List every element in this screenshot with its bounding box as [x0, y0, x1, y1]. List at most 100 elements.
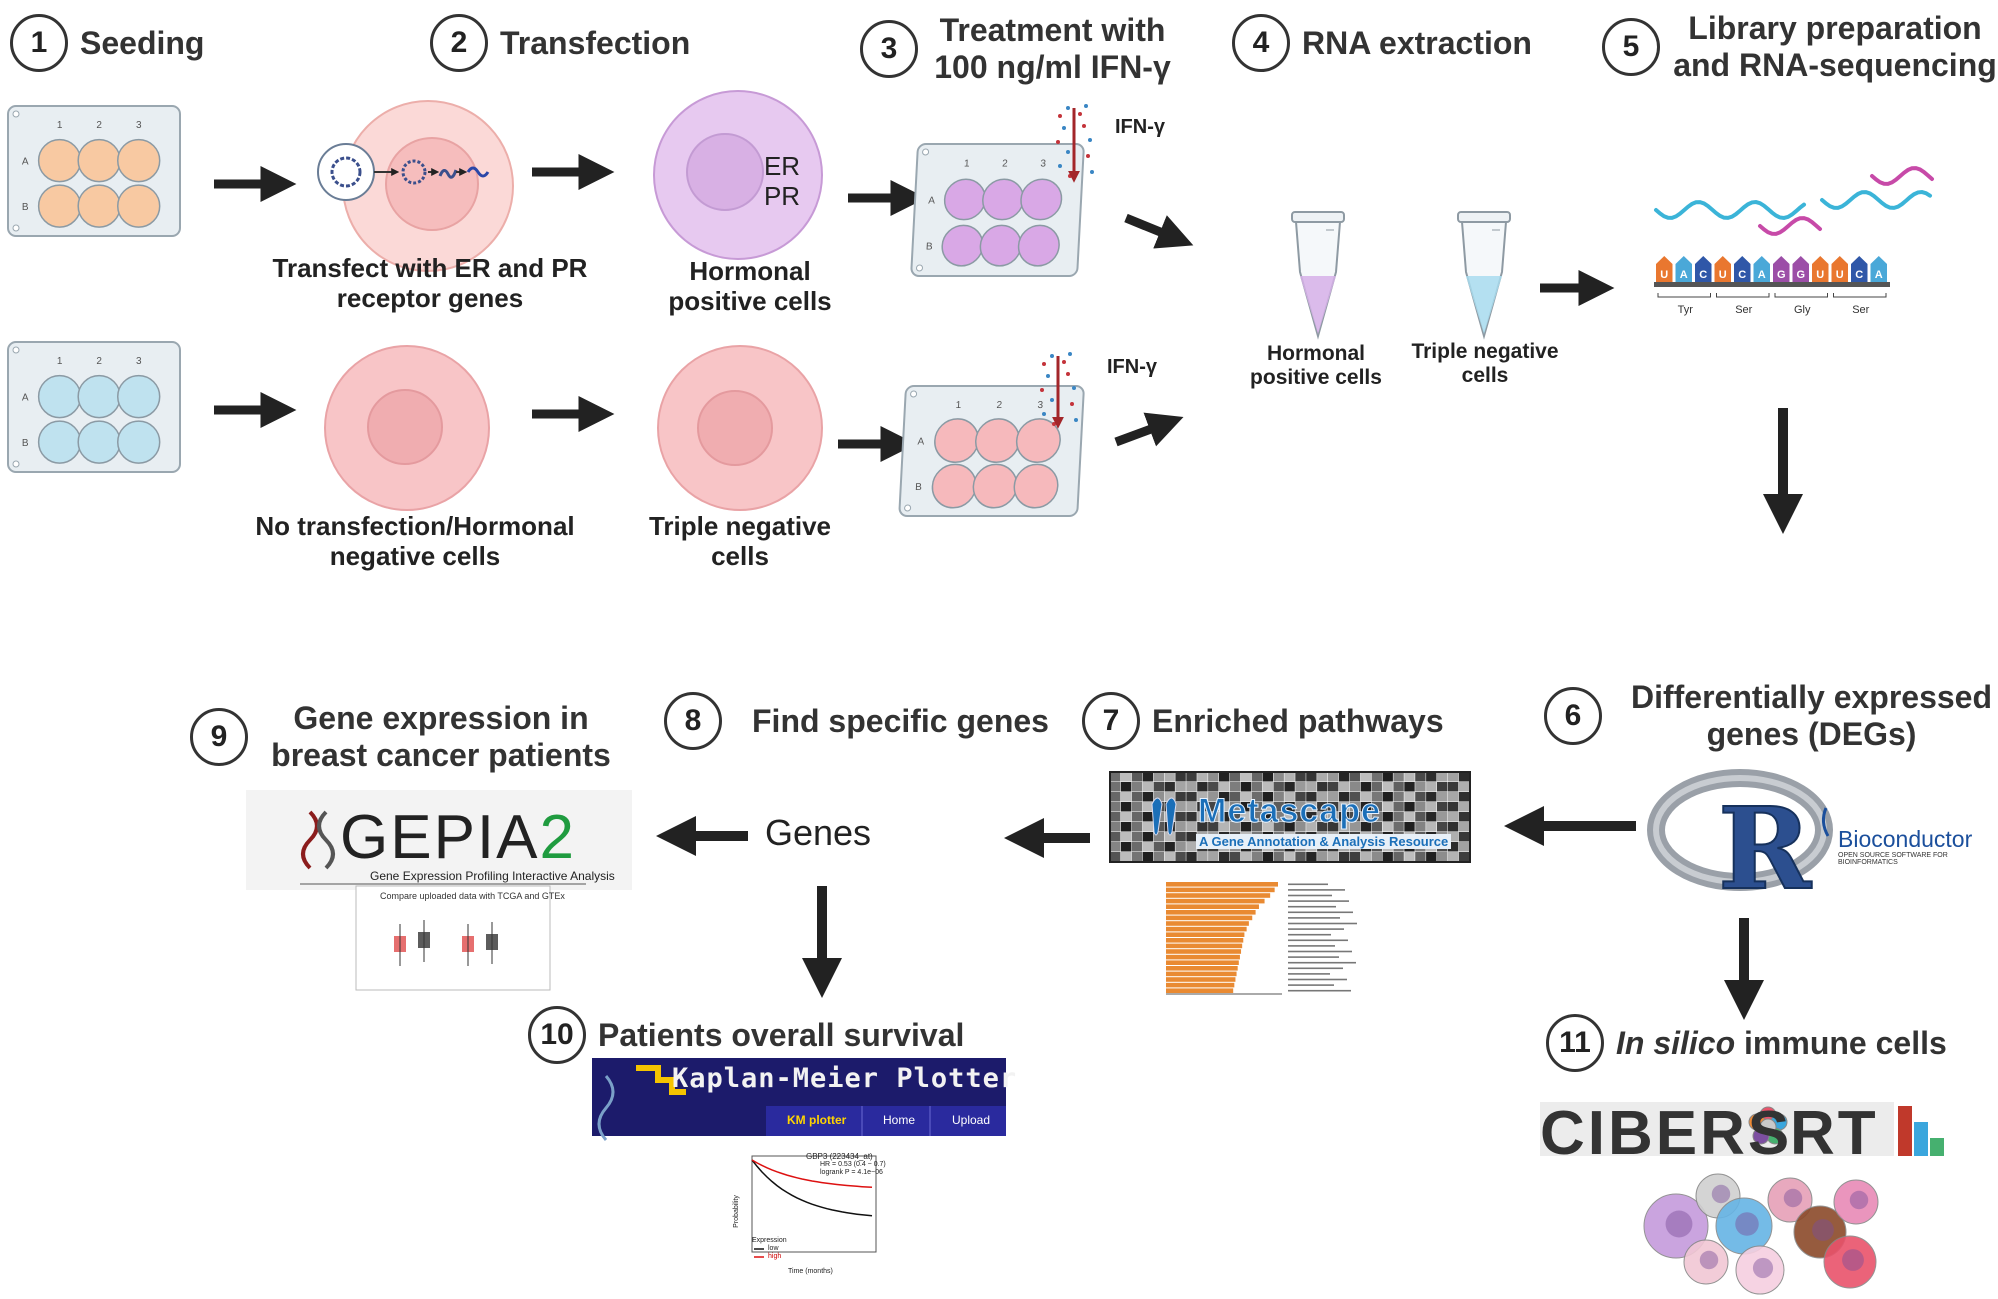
heatmap-cell	[1142, 822, 1154, 832]
metascape-tagline: A Gene Annotation & Analysis Resource	[1196, 834, 1452, 849]
step-7: 7 Enriched pathways	[1082, 692, 1444, 750]
step-number: 1	[10, 14, 68, 72]
nucleotide-letter: U	[1660, 269, 1668, 281]
nucleotide-base	[1695, 256, 1712, 282]
heatmap-cell	[1229, 772, 1241, 782]
heatmap-cell	[1110, 802, 1121, 812]
heatmap-cell	[1415, 782, 1426, 792]
step-number: 8	[664, 692, 722, 750]
heatmap-cell	[1458, 812, 1470, 822]
ifn-droplet	[1058, 164, 1062, 168]
heatmap-cell	[1458, 842, 1470, 852]
step-title: Library preparation and RNA-sequencing	[1673, 10, 1997, 83]
immune-cell-nucleus	[1699, 1250, 1719, 1270]
plate-corner-dot	[12, 110, 20, 118]
heatmap-cell	[1360, 812, 1372, 822]
immune-cell-nucleus	[1849, 1190, 1869, 1210]
heatmap-cell	[1273, 782, 1284, 792]
km-nav-home[interactable]: Home	[883, 1113, 916, 1127]
heatmap-cell	[1273, 822, 1284, 832]
heatmap-cell	[1415, 802, 1426, 812]
heatmap-cell	[1458, 822, 1470, 832]
transfect-nucleus	[385, 137, 479, 231]
step-number: 5	[1602, 18, 1660, 76]
heatmap-cell	[1153, 772, 1164, 782]
nucleotide-letter: G	[1796, 269, 1805, 281]
immune-cell-nucleus	[1735, 1212, 1759, 1236]
heatmap-cell	[1142, 792, 1154, 802]
ifn-droplet	[1082, 124, 1086, 128]
km-step-icon	[636, 1065, 686, 1095]
heatmap-cell	[1197, 782, 1208, 792]
heatmap-cell	[1219, 782, 1230, 792]
heatmap-cell	[1208, 782, 1219, 792]
heatmap-cell	[1415, 772, 1426, 782]
km-dna-icon	[597, 1075, 615, 1141]
heatmap-cell	[1458, 792, 1470, 802]
heatmap-cell	[1404, 852, 1415, 862]
gepia-dna-icon	[317, 810, 335, 870]
heatmap-cell	[1371, 792, 1382, 802]
enrichment-bar	[1166, 887, 1275, 893]
heatmap-cell	[1404, 772, 1415, 782]
step-title: Gene expression in breast cancer patient…	[271, 700, 611, 773]
ifn-droplet	[1050, 354, 1054, 358]
step-title: RNA extraction	[1302, 24, 1532, 61]
amino-acid-label: Tyr	[1678, 304, 1694, 316]
ifn-droplet	[1086, 154, 1090, 158]
heatmap-cell	[1360, 852, 1372, 862]
enrichment-term-label	[1288, 900, 1349, 902]
cibersort-bar	[1914, 1122, 1928, 1156]
tube-triple-label: Triple negative cells	[1411, 340, 1559, 388]
heatmap-cell	[1349, 782, 1361, 792]
step-title: In silico immune cells	[1616, 1025, 1947, 1062]
km-legend-title: Expression	[752, 1237, 787, 1244]
ifn-bottom-label: IFN-γ	[1107, 356, 1157, 378]
heatmap-cell	[1197, 822, 1208, 832]
km-nav-plotter[interactable]: KM plotter	[787, 1113, 847, 1127]
plate-col-label: 2	[96, 120, 102, 131]
heatmap-cell	[1284, 772, 1295, 782]
km-hr: HR = 0.53 (0.4 − 0.7)	[820, 1161, 886, 1168]
tube-cap	[1457, 211, 1511, 223]
heatmap-cell	[1415, 792, 1426, 802]
enrichment-term-label	[1288, 950, 1352, 953]
plate-well	[77, 138, 121, 183]
km-nav-bar	[766, 1106, 1006, 1136]
heatmap-cell	[1447, 802, 1459, 812]
plate-row-label: A	[928, 195, 936, 206]
heatmap-cell	[1426, 852, 1437, 862]
transfect-label: Transfect with ER and PR receptor genes	[272, 253, 588, 313]
km-ylabel: Probability	[732, 1195, 740, 1228]
nucleotide-base	[1714, 256, 1731, 282]
amino-acid-label: Ser	[1852, 304, 1869, 316]
amino-acid-label: Gly	[1794, 304, 1811, 316]
heatmap-cell	[1219, 812, 1230, 822]
heatmap-cell	[1437, 802, 1448, 812]
heatmap-cell	[1262, 782, 1273, 792]
step-9: 9 Gene expression in breast cancer patie…	[190, 700, 626, 774]
cibersort-o-cells	[1748, 1106, 1788, 1145]
km-nav-upload[interactable]: Upload	[952, 1113, 991, 1127]
step-10: 10 Patients overall survival	[528, 1006, 964, 1064]
metascape-name: Metascape	[1198, 792, 1381, 831]
enrichment-bar	[1166, 971, 1237, 977]
step-1: 1 Seeding	[10, 14, 204, 72]
rna-strand	[1758, 216, 1822, 236]
heatmap-cell	[1273, 802, 1284, 812]
km-curve-high	[751, 1159, 873, 1189]
heatmap-cell	[1110, 792, 1121, 802]
heatmap-cell	[1415, 812, 1426, 822]
bioconductor-mark	[1821, 807, 1830, 837]
heatmap-cell	[1371, 812, 1382, 822]
heatmap-cell	[1208, 822, 1219, 832]
plate-corner-dot	[12, 346, 20, 354]
heatmap-cell	[1447, 782, 1459, 792]
heatmap-cell	[1251, 792, 1263, 802]
tube-triple	[1457, 211, 1511, 340]
heatmap-cell	[1110, 812, 1121, 822]
heatmap-cell	[1371, 852, 1382, 862]
heatmap-cell	[1393, 852, 1404, 862]
